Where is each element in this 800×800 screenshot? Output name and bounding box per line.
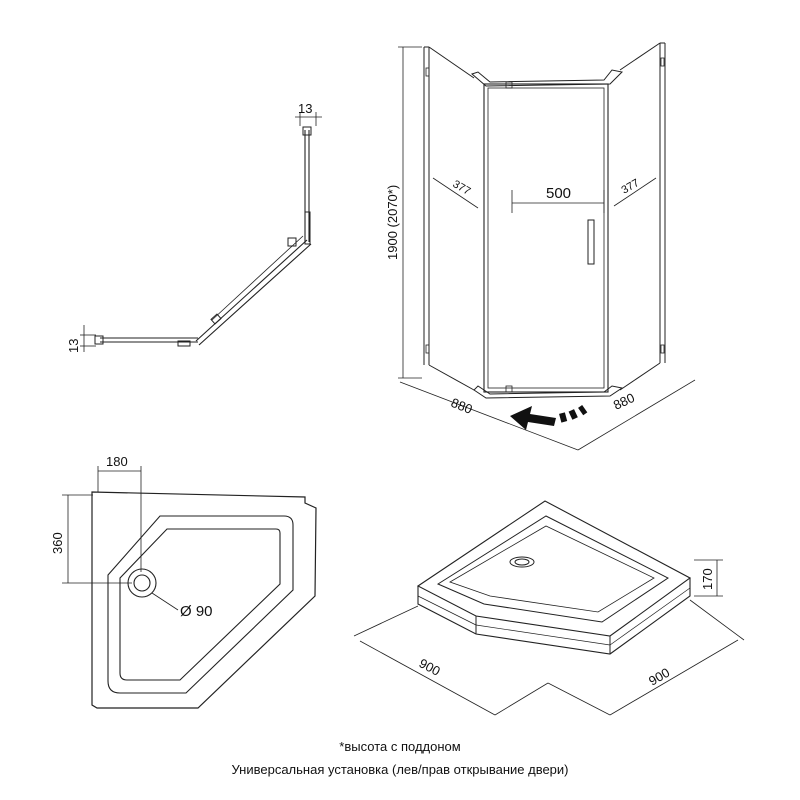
left-panel-dim-label: 377 xyxy=(451,178,473,198)
tray-plan xyxy=(62,466,317,709)
left-profile-dim-label: 13 xyxy=(66,339,81,353)
cabin-view xyxy=(398,42,696,451)
plan-view xyxy=(80,112,322,352)
install-note: Универсальная установка (лев/прав открыв… xyxy=(231,762,569,777)
drain-offset-y-label: 360 xyxy=(50,532,65,554)
drain-diameter-label: Ø 90 xyxy=(180,603,213,620)
tray-iso xyxy=(353,500,745,716)
tray-right-side-dim-label: 900 xyxy=(646,665,672,689)
door-width-dim-label: 500 xyxy=(546,185,571,202)
door-swing-arrow-icon xyxy=(510,405,588,430)
tray-height-dim-label: 170 xyxy=(700,568,715,590)
height-dim-label: 1900 (2070*) xyxy=(385,185,400,260)
top-profile-dim-label: 13 xyxy=(298,101,312,116)
tray-left-side-dim-label: 900 xyxy=(417,655,443,678)
left-base-dim-label: 880 xyxy=(449,395,475,417)
drain-offset-x-label: 180 xyxy=(106,454,128,469)
height-note: *высота с поддоном xyxy=(339,739,461,754)
right-panel-dim-label: 377 xyxy=(620,177,642,197)
